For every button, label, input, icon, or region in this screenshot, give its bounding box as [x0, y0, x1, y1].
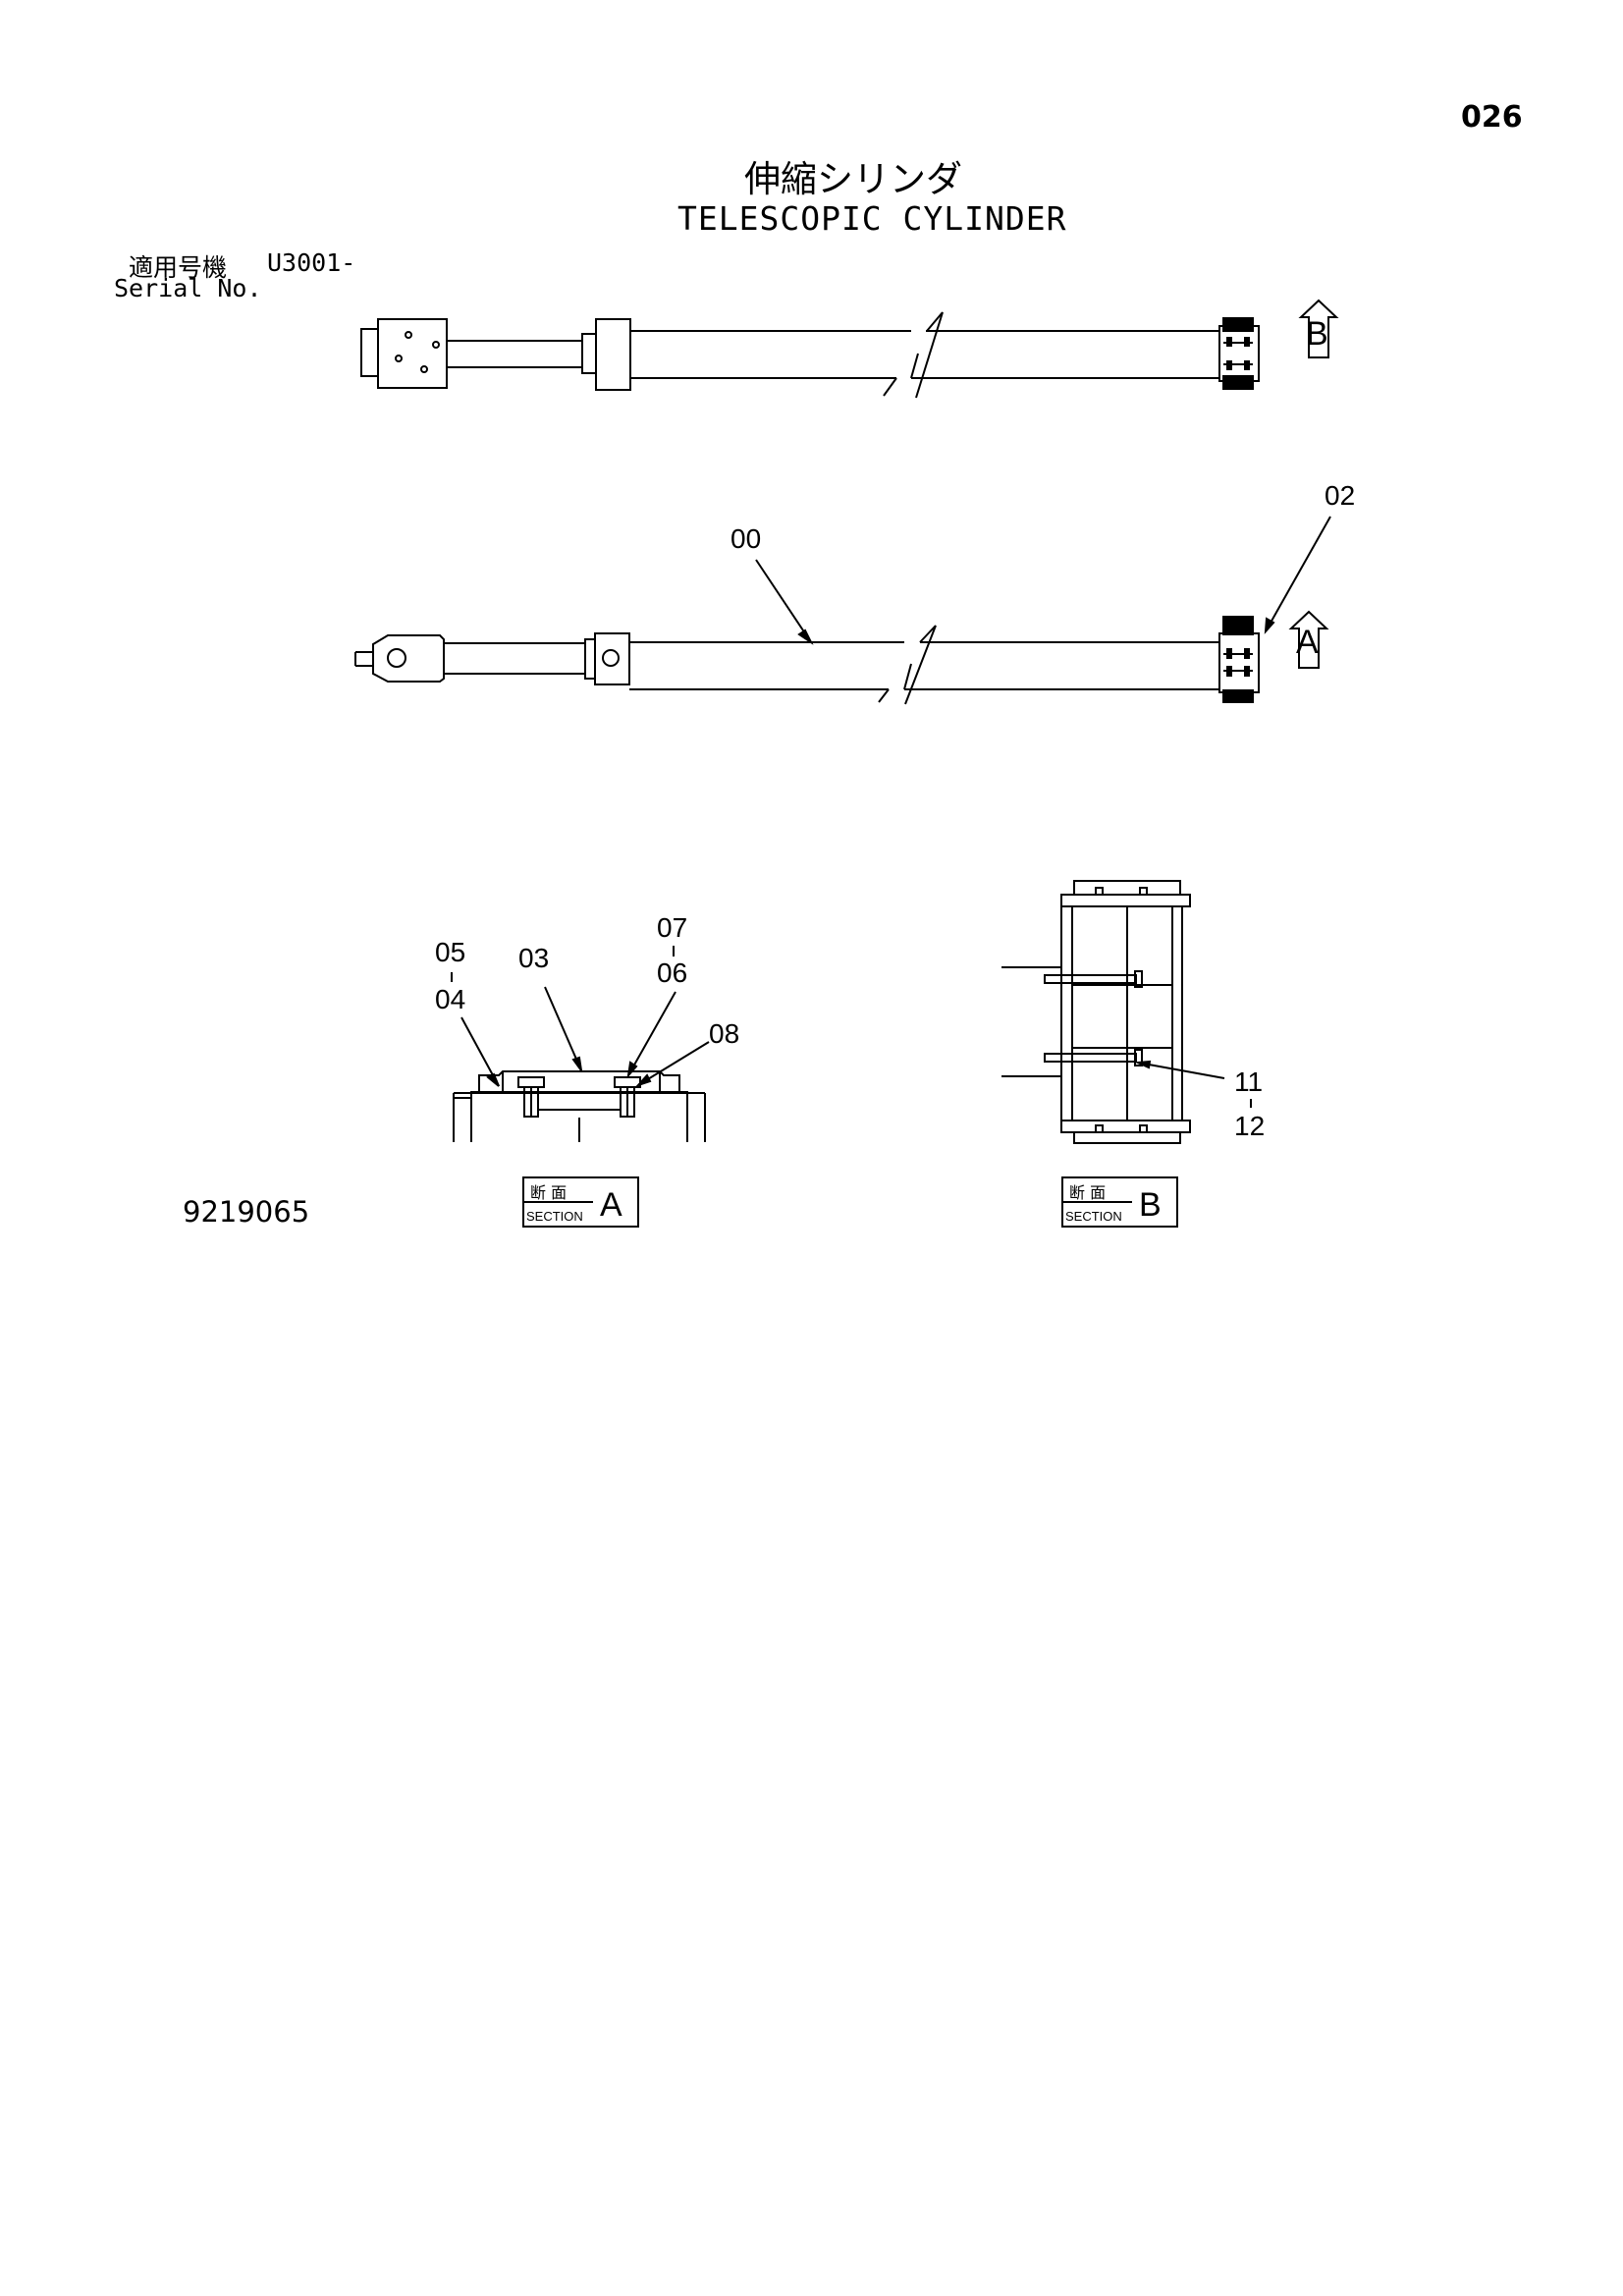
title-english: TELESCOPIC CYLINDER	[677, 199, 1067, 238]
section-a-label	[522, 1176, 639, 1228]
callout-00: 00	[730, 523, 761, 554]
title-japanese: 伸縮シリンダ	[744, 158, 962, 200]
callout-07: 07	[657, 912, 687, 943]
callout-03: 03	[518, 943, 549, 973]
drawing-number: 9219065	[183, 1195, 310, 1229]
callout-04: 04	[435, 984, 465, 1014]
callout-11: 11	[1234, 1066, 1263, 1097]
section-b-drawing	[1001, 880, 1252, 1144]
section-a-drawing	[451, 946, 710, 1142]
page-number: 026	[1461, 100, 1523, 135]
callout-02: 02	[1325, 480, 1355, 511]
cylinder-side-view	[354, 516, 1331, 705]
section-a-en: SECTION	[526, 1209, 583, 1224]
section-b-jp: 断 面	[1069, 1183, 1106, 1202]
section-b-letter: B	[1139, 1186, 1162, 1224]
section-a-jp: 断 面	[530, 1183, 567, 1202]
section-b-label	[1061, 1176, 1178, 1228]
callout-12: 12	[1234, 1111, 1265, 1141]
callout-08: 08	[709, 1018, 739, 1049]
serial-label-english: Serial No.	[114, 274, 262, 302]
section-a-letter: A	[600, 1186, 622, 1224]
cylinder-top-view	[360, 299, 1339, 399]
section-b-en: SECTION	[1065, 1209, 1122, 1224]
callout-05: 05	[435, 937, 465, 967]
callout-06: 06	[657, 957, 687, 988]
view-marker-a: A	[1296, 624, 1319, 661]
serial-label-japanese: 適用号機	[129, 253, 228, 282]
view-marker-b: B	[1306, 315, 1328, 353]
serial-code: U3001-	[267, 248, 356, 277]
